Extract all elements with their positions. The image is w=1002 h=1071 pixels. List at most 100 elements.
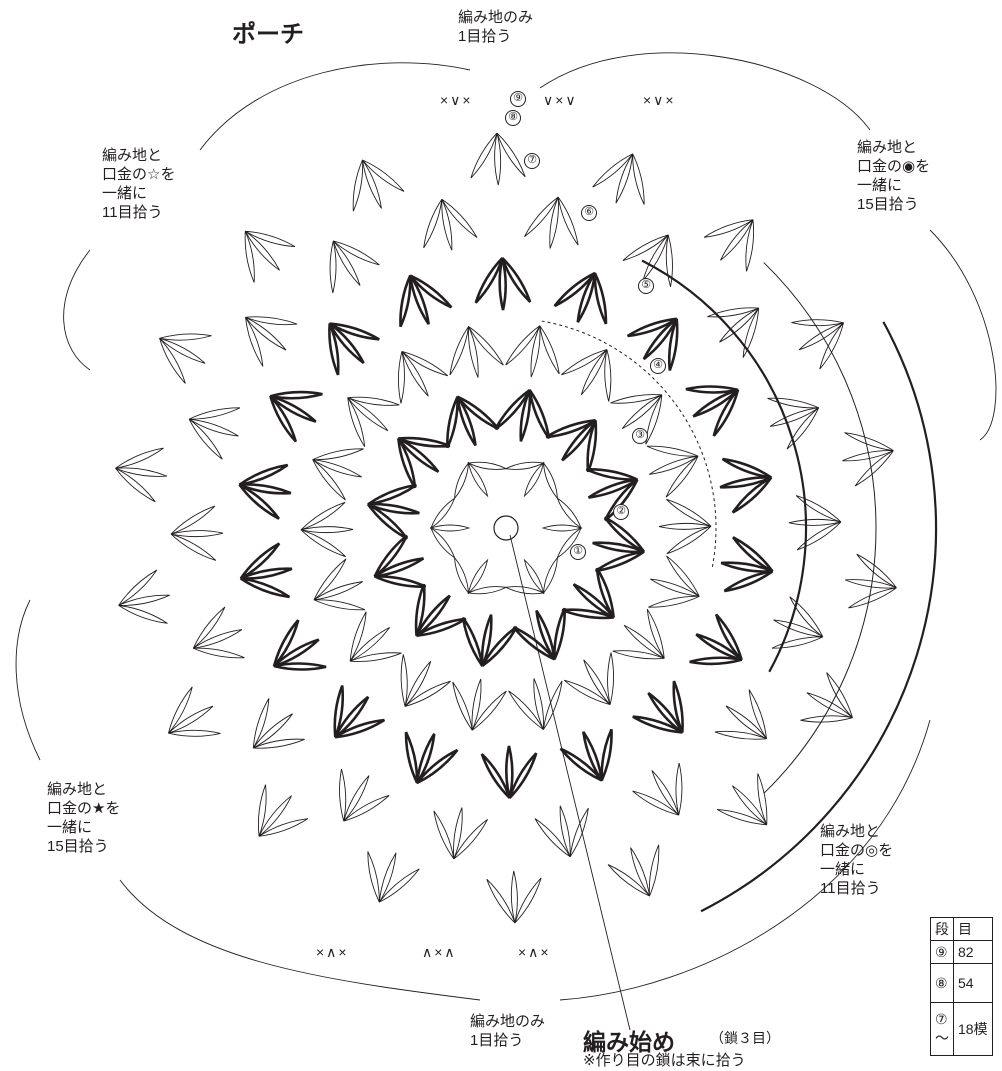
stitch-leaf — [344, 776, 369, 821]
stitch-leaf — [333, 241, 379, 265]
stitch-leaf — [633, 154, 645, 205]
stitch-leaf — [270, 396, 315, 421]
stitch-leaf — [801, 716, 853, 722]
stitch-leaf — [509, 691, 544, 730]
table-cell-count: 82 — [954, 941, 993, 964]
leader-top-left — [200, 63, 470, 150]
table-row: ⑦ 〜 18模 — [931, 1003, 993, 1056]
stitch-leaf — [849, 588, 897, 608]
stitch-leaf — [168, 706, 212, 733]
stitch-leaf — [471, 133, 497, 178]
stitch-leaf — [463, 618, 482, 666]
stitch-leaf — [799, 323, 843, 350]
label-top-right: 編み地と 口金の◉を 一緒に 15目拾う — [857, 138, 930, 214]
stitch-leaf — [189, 408, 240, 419]
stitch-leaf — [455, 463, 469, 498]
stitch-leaf — [595, 273, 606, 324]
stitch-leaf — [554, 608, 564, 659]
starting-chain-ring — [494, 516, 518, 540]
stitch-leaf — [193, 630, 242, 649]
stitch-leaf — [613, 651, 664, 659]
stitch-leaf — [820, 323, 844, 369]
stitch-leaf — [623, 235, 668, 261]
stitch-leaf — [434, 811, 454, 859]
stitch-leaf — [855, 451, 893, 486]
stitch-leaf — [535, 818, 570, 856]
label-top-center: 編み地のみ 1目拾う — [458, 8, 533, 46]
table-header: 段 — [931, 918, 954, 941]
stitch-leaf — [608, 653, 614, 705]
stitch-leaf — [314, 559, 346, 600]
stitch-leaf — [540, 326, 560, 374]
stitch-leaf — [340, 769, 346, 821]
round-marker-1: ① — [570, 544, 586, 560]
round-direction-arrow — [764, 263, 876, 794]
stitch-leaf — [469, 326, 504, 365]
stitch-leaf — [402, 351, 448, 375]
stitch-leaf — [749, 690, 766, 739]
label-top-left: 編み地と 口金の☆を 一緒に 11目拾う — [102, 146, 175, 222]
stitch-leaf — [510, 753, 537, 798]
stitch-leaf — [515, 878, 541, 923]
stitch-leaf — [807, 693, 853, 718]
round-marker-3: ③ — [632, 428, 648, 444]
stitch-leaf — [530, 390, 549, 438]
stitch-leaf — [258, 785, 266, 837]
stitch-leaf — [648, 596, 699, 607]
stitch-leaf — [561, 350, 606, 375]
table-cell-round: ⑧ — [931, 964, 954, 1003]
stitch-leaf — [746, 220, 754, 272]
table-header-row: 段 目 — [931, 918, 993, 941]
stitch-leaf — [715, 731, 767, 739]
stitch-leaf — [368, 851, 380, 902]
stitch-leaf — [743, 308, 759, 358]
stitch-leaf — [330, 241, 336, 293]
stitch-leaf — [171, 506, 215, 534]
stitch-leaf — [401, 654, 407, 706]
stitch-leaf — [667, 556, 700, 596]
stitch-leaf — [442, 199, 477, 237]
stitch-leaf — [363, 160, 382, 208]
stitch-leaf — [375, 576, 426, 586]
stitch-leaf — [544, 463, 558, 498]
symbols-top-b: ∨×∨ — [543, 92, 578, 109]
stitch-leaf — [398, 351, 404, 403]
leader-right — [930, 230, 996, 440]
symbols-bottom-a: ×∧× — [316, 944, 349, 961]
stitch-leaf — [274, 620, 298, 666]
stitch-leaf — [686, 386, 738, 392]
round-marker-8: ⑧ — [505, 110, 521, 126]
stitch-count-table: 段 目 ⑨ 82 ⑧ 54 ⑦ 〜 18模 — [930, 917, 993, 1056]
stitch-leaf — [476, 258, 503, 303]
stitch-leaf — [543, 681, 562, 730]
round-marker-4: ④ — [650, 358, 666, 374]
stitch-leaf — [239, 465, 287, 485]
stitch-leaf — [274, 663, 326, 669]
round-marker-5: ⑤ — [638, 278, 654, 294]
round-marker-7: ⑦ — [524, 153, 540, 169]
table-row: ⑨ 82 — [931, 941, 993, 964]
stitch-leaf — [406, 732, 417, 783]
stitch-leaf — [313, 460, 362, 477]
stitch-leaf — [586, 469, 637, 479]
label-bottom-center: 編み地のみ 1目拾う — [470, 1012, 545, 1050]
stitch-leaf — [723, 459, 772, 477]
stitch-leaf — [608, 865, 649, 896]
stitch-leaf — [472, 691, 506, 730]
start-note: ※作り目の鎖は束に拾う — [583, 1049, 746, 1070]
stitch-leaf — [314, 600, 365, 610]
stitch-leaf — [674, 681, 683, 732]
stitch-leaf — [768, 398, 819, 408]
stitch-leaf — [792, 320, 844, 326]
stitch-leaf — [379, 853, 396, 902]
stitch-leaf — [431, 498, 455, 528]
stitch-leaf — [313, 449, 364, 460]
stitch-leaf — [171, 534, 216, 560]
stitch-leaf — [400, 276, 410, 327]
stitch-leaf — [558, 197, 578, 245]
stitch-leaf — [344, 795, 389, 821]
table-cell-round: ⑨ — [931, 941, 954, 964]
stitch-leaf — [259, 819, 308, 837]
stitch-leaf — [704, 220, 753, 238]
stitch-leaf — [447, 397, 457, 448]
